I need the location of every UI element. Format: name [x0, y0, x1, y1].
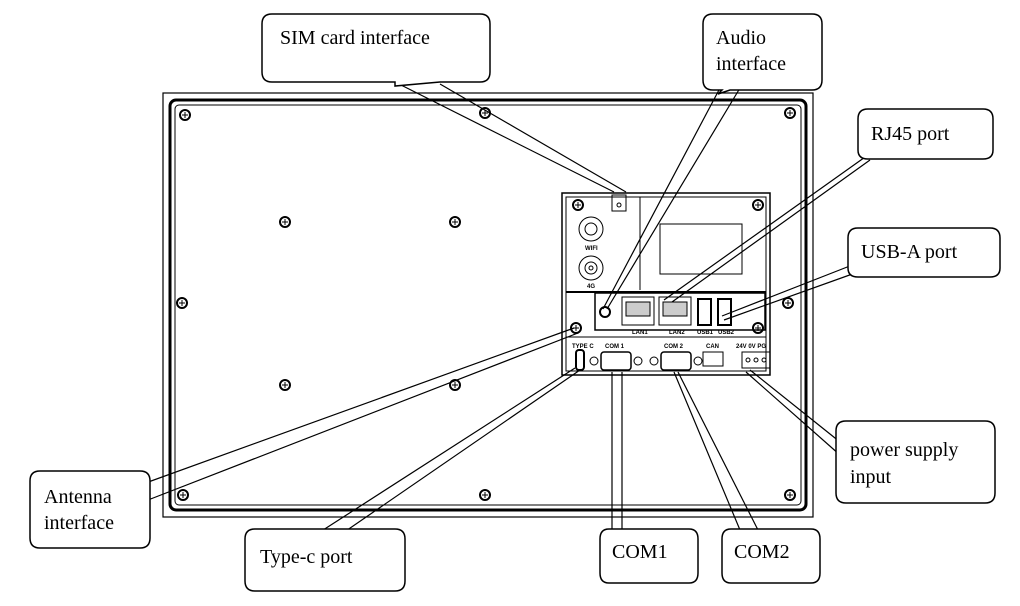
label-power: 24V 0V PG [736, 344, 766, 350]
callout-power-line2: input [850, 466, 892, 488]
callout-usb-a: USB-A port [861, 241, 958, 263]
screw-icon [572, 199, 584, 211]
screw-icon [752, 199, 764, 211]
sim-slot [611, 194, 627, 212]
com2-port [660, 351, 692, 371]
callout-power-line1: power supply [850, 439, 958, 461]
com1-port [600, 351, 632, 371]
callout-audio-line2: interface [716, 53, 786, 75]
screw-icon [479, 489, 491, 501]
label-usb2: USB2 [718, 330, 735, 336]
screw-icon [279, 379, 291, 391]
callout-audio-line1: Audio [716, 27, 766, 49]
screw-icon [782, 297, 794, 309]
callout-antenna-line2: interface [44, 512, 114, 534]
screw-icon [449, 379, 461, 391]
callout-com1: COM1 [612, 541, 668, 563]
callout-rj45: RJ45 port [871, 123, 950, 145]
label-lan2: LAN2 [669, 330, 685, 336]
can-port [702, 351, 724, 367]
label-can: CAN [706, 344, 719, 350]
screw-icon [784, 489, 796, 501]
screw-icon [177, 489, 189, 501]
label-usb1: USB1 [697, 330, 714, 336]
label-com1: COM 1 [605, 344, 625, 350]
usb2-port [717, 298, 732, 326]
lan1-port [621, 296, 655, 326]
label-com2: COM 2 [664, 344, 684, 350]
typec-port [575, 349, 585, 371]
usb1-port [697, 298, 712, 326]
callout-bubbles [29, 13, 1001, 592]
4g-antenna-connector [578, 255, 604, 281]
screw-icon [784, 107, 796, 119]
label-lan1: LAN1 [632, 330, 648, 336]
io-module: WIFI 4G LAN1 LAN2 USB1 USB2 TYPE C COM 1… [561, 192, 771, 376]
screw-icon [449, 216, 461, 228]
callout-antenna-line1: Antenna [44, 486, 112, 508]
wifi-antenna-connector [578, 216, 604, 242]
audio-jack [599, 306, 611, 318]
leader-lines [139, 81, 876, 536]
callout-com2: COM2 [734, 541, 790, 563]
callout-typec: Type-c port [260, 546, 353, 568]
lan2-port [658, 296, 692, 326]
label-4g: 4G [587, 284, 595, 290]
callout-sim-card: SIM card interface [280, 27, 430, 49]
screw-icon [176, 297, 188, 309]
screw-icon [752, 322, 764, 334]
label-typec: TYPE C [572, 344, 594, 350]
label-wifi: WIFI [585, 246, 598, 252]
power-terminal [741, 351, 771, 369]
panel-body [162, 92, 814, 518]
screw-icon [279, 216, 291, 228]
screw-icon [179, 109, 191, 121]
